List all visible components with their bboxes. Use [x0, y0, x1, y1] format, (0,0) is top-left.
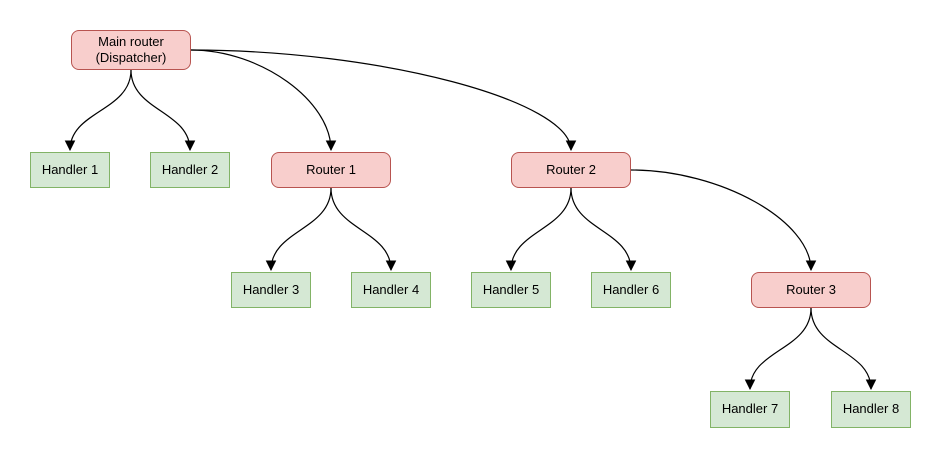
node-handler-7: Handler 7 — [710, 391, 790, 428]
node-handler-1: Handler 1 — [30, 152, 110, 188]
edge-main-to-router2 — [190, 49, 577, 152]
node-handler-8: Handler 8 — [831, 391, 911, 428]
edge-router3-to-handler8 — [810, 307, 877, 391]
edge-router1-to-handler4 — [330, 187, 397, 272]
node-handler-3: Handler 3 — [231, 272, 311, 308]
node-router-2: Router 2 — [511, 152, 631, 188]
edge-router2-to-router3 — [630, 169, 817, 272]
node-router-1: Router 1 — [271, 152, 391, 188]
node-router-3: Router 3 — [751, 272, 871, 308]
edge-main-to-router1 — [190, 49, 337, 152]
node-handler-2: Handler 2 — [150, 152, 230, 188]
node-handler-4: Handler 4 — [351, 272, 431, 308]
node-main-router: Main router (Dispatcher) — [71, 30, 191, 70]
edge-router3-to-handler7 — [744, 307, 812, 391]
edge-router2-to-handler5 — [505, 187, 572, 272]
edge-main-to-handler2 — [130, 69, 196, 152]
node-handler-6: Handler 6 — [591, 272, 671, 308]
edge-router1-to-handler3 — [265, 187, 332, 272]
edge-router2-to-handler6 — [570, 187, 637, 272]
node-handler-5: Handler 5 — [471, 272, 551, 308]
edge-main-to-handler1 — [64, 69, 132, 152]
